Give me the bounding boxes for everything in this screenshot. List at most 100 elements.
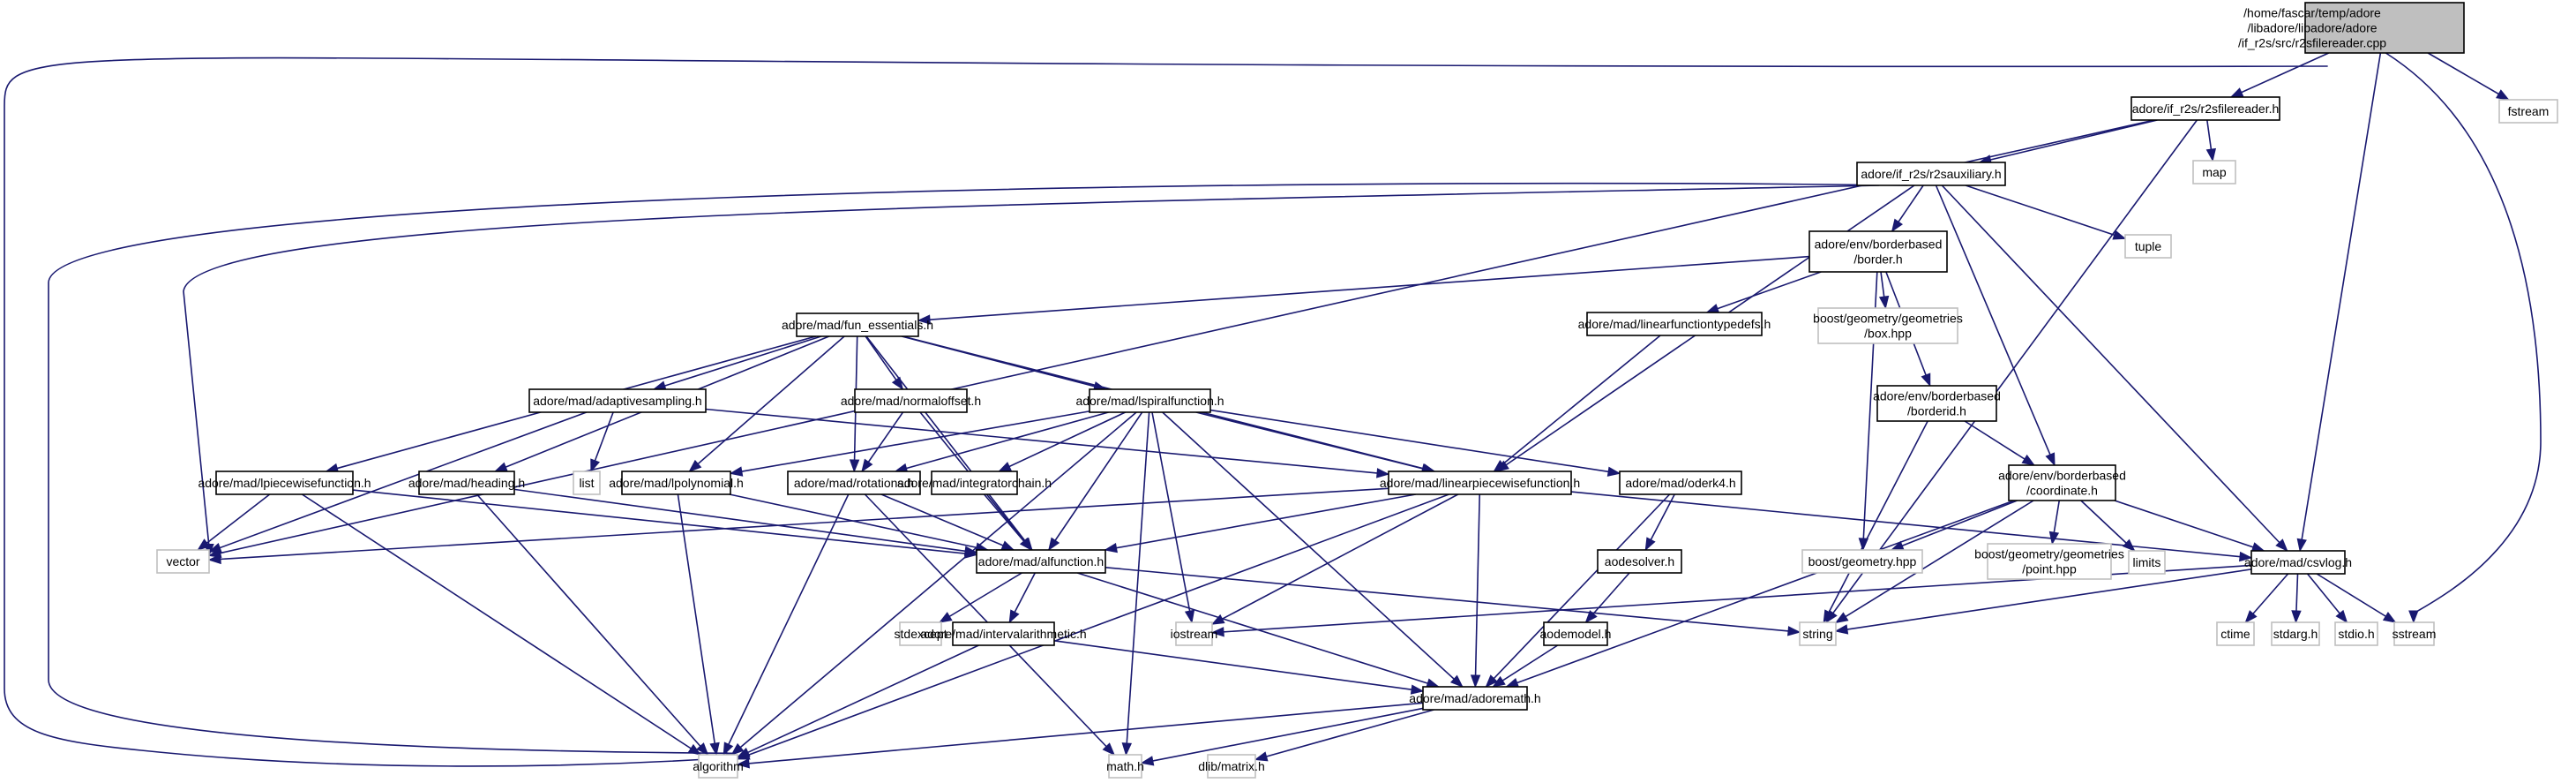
edge-lpolynomial-to-algorithm [677,493,717,756]
arrowhead-icon [688,459,702,472]
node-root[interactable]: /home/fascar/temp/adore/libadore/libador… [2238,2,2465,54]
node-box[interactable] [976,549,1106,574]
arrowhead-icon [2382,612,2397,623]
arrowhead-icon [938,612,953,623]
edge-r2sauxiliary-to-algorithm [48,182,1908,755]
node-aodemodel[interactable]: aodemodel.h [1540,621,1612,646]
node-box[interactable] [1856,162,2006,186]
node-linearfunctiontypedefs[interactable]: adore/mad/linearfunctiontypedefs.h [1578,312,1771,336]
node-box[interactable] [1388,471,1572,495]
node-box [2393,621,2435,646]
node-rotations[interactable]: adore/mad/rotations.h [787,471,921,495]
node-box[interactable] [787,471,921,495]
node-aodesolver[interactable]: aodesolver.h [1597,549,1682,574]
arrowhead-icon [998,462,1012,472]
node-linearpiecewisefunction[interactable]: adore/mad/linearpiecewisefunction.h [1380,471,1580,495]
edge-alfunction-to-stdexcept [939,572,1022,623]
node-alfunction[interactable]: adore/mad/alfunction.h [976,549,1106,574]
node-intervalarithmetic[interactable]: adore/mad/intervalarithmetic.h [920,621,1087,646]
arrowhead-icon [709,742,720,757]
arrowhead-icon [493,462,508,472]
node-box[interactable] [1089,388,1211,413]
node-box[interactable] [1808,230,1948,273]
node-label: dlib/matrix.h [1198,759,1264,773]
node-box[interactable] [1422,686,1528,711]
node-box[interactable] [854,388,968,413]
nodes-layer: /home/fascar/temp/adore/libadore/libador… [156,2,2558,779]
node-box[interactable] [2304,2,2465,54]
node-lpolynomial[interactable]: adore/mad/lpolynomial.h [609,471,744,495]
node-integratorchain[interactable]: adore/mad/integratorchain.h [897,471,1052,495]
node-label: limits [2133,555,2161,569]
edge-root-to-fstream [2427,52,2509,101]
edge-fun_essentials-to-alfunction [865,335,1033,551]
edge-coordinate-to-adoremath [1506,500,2015,688]
node-csvlog[interactable]: adore/mad/csvlog.h [2244,550,2352,575]
node-adaptivesampling[interactable]: adore/mad/adaptivesampling.h [528,388,707,413]
node-box[interactable] [1619,471,1742,495]
edge-border-to-fun_essentials [917,255,1810,321]
node-coordinate[interactable]: adore/env/borderbased/coordinate.h [1998,464,2126,501]
node-fun_essentials[interactable]: adore/mad/fun_essentials.h [782,312,933,337]
node-list: list [573,471,601,495]
edge-r2sfilereader-to-string [1825,119,2198,623]
node-box[interactable] [796,312,919,337]
node-heading[interactable]: adore/mad/heading.h [408,471,525,495]
node-box [2124,234,2172,259]
node-r2sfilereader[interactable]: adore/if_r2s/r2sfilereader.h [2130,96,2280,121]
arrowhead-icon [1584,610,1598,624]
edge-adoremath-to-mathh [1141,707,1424,764]
node-box [1799,621,1837,646]
edge-lspiralfunction-to-iostream [1151,411,1193,623]
arrowhead-icon [1410,684,1425,695]
arrowhead-icon [207,553,221,565]
node-r2sauxiliary[interactable]: adore/if_r2s/r2sauxiliary.h [1856,162,2006,186]
node-lpiecewisefunction[interactable]: adore/mad/lpiecewisefunction.h [198,471,371,495]
arrowhead-icon [1470,674,1481,689]
node-box[interactable] [1876,385,1997,422]
node-stdarg: stdarg.h [2271,621,2320,646]
edge-linearpiecewisefunction-to-adoremath [1474,493,1481,688]
node-box[interactable] [528,388,707,413]
node-box[interactable] [418,471,515,495]
node-tuple: tuple [2124,234,2172,259]
node-box[interactable] [1586,312,1763,336]
edge-r2sfilereader-to-vector [208,119,2155,557]
node-borderid[interactable]: adore/env/borderbased/borderid.h [1873,385,2001,422]
edge-root-to-csvlog [2299,52,2382,552]
arrowhead-icon [861,458,873,473]
node-box[interactable] [952,621,1055,646]
arrowhead-icon [1644,537,1656,552]
node-box[interactable] [621,471,731,495]
node-box [573,471,601,495]
edge-adoremath-to-algorithm [737,702,1424,765]
node-normaloffset[interactable]: adore/mad/normaloffset.h [841,388,981,413]
edge-lspiralfunction-to-adoremath [1162,411,1464,688]
node-box[interactable] [1597,549,1682,574]
node-label: adore/mad/intervalarithmetic.h [920,627,1086,641]
edge-oderk4-to-adoremath [1485,493,1671,688]
node-oderk4[interactable]: adore/mad/oderk4.h [1619,471,1742,495]
node-adoremath[interactable]: adore/mad/adoremath.h [1409,686,1541,711]
node-lspiralfunction[interactable]: adore/mad/lspiralfunction.h [1075,388,1224,413]
node-pointhpp: boost/geometry/geometries/point.hpp [1974,543,2124,580]
edge-lpiecewisefunction-to-vector [197,493,271,551]
node-label: adore/mad/rotations.h [794,476,914,490]
node-box[interactable] [1543,621,1608,646]
arrowhead-icon [2205,147,2217,162]
arrowhead-icon [1492,675,1506,688]
node-mathh: math.h [1106,754,1144,779]
edge-adaptivesampling-to-vector [208,411,588,553]
node-label: list [579,476,594,490]
node-box[interactable] [931,471,1018,495]
node-box[interactable] [2008,464,2116,501]
arrowhead-icon [730,742,745,756]
node-label: vector [166,554,199,568]
node-box[interactable] [215,471,354,495]
node-dlibmatrix: dlib/matrix.h [1198,754,1265,779]
arrowhead-icon [1485,674,1498,689]
node-box[interactable] [2250,550,2346,575]
node-box[interactable] [2130,96,2280,121]
node-border[interactable]: adore/env/borderbased/border.h [1808,230,1948,273]
arrowhead-icon [1891,218,1904,233]
